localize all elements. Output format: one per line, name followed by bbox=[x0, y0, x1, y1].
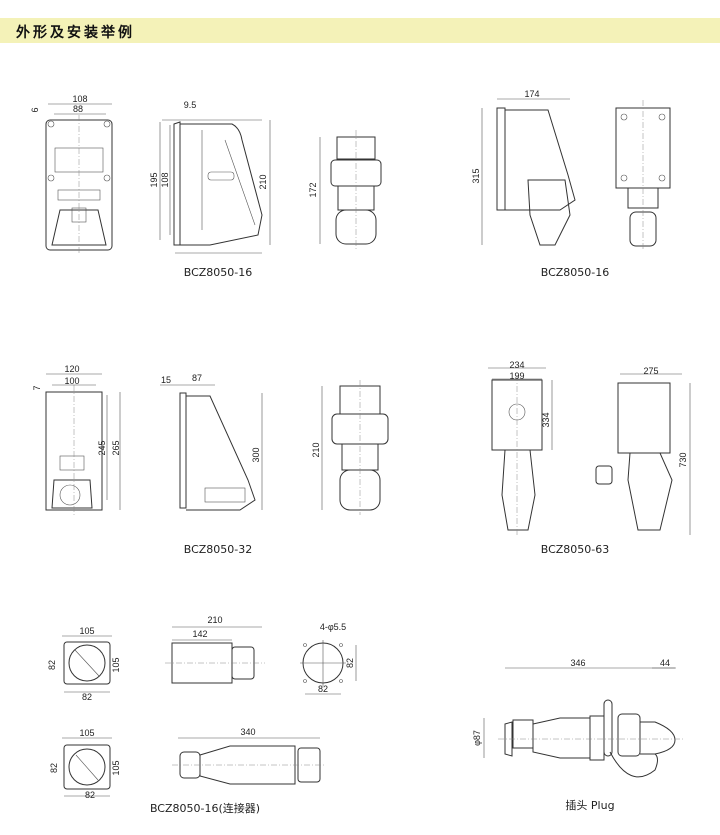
dim-9-5: 9.5 bbox=[184, 100, 197, 110]
dim-105-b-right: 105 bbox=[111, 760, 121, 775]
caption-bcz8050-16-a: BCZ8050-16 bbox=[184, 266, 253, 279]
dim-phi87: φ87 bbox=[472, 730, 482, 746]
caption-bcz8050-16-b: BCZ8050-16 bbox=[541, 266, 610, 279]
dim-315: 315 bbox=[471, 168, 481, 183]
bcz8050-63-side-view bbox=[595, 373, 691, 535]
dim-210: 210 bbox=[258, 174, 268, 189]
dim-275: 275 bbox=[643, 366, 658, 376]
dim-346: 346 bbox=[570, 658, 585, 668]
dim-holes: 4-φ5.5 bbox=[320, 622, 346, 632]
dim-108-side: 108 bbox=[160, 172, 170, 187]
dim-234: 234 bbox=[509, 360, 524, 370]
dim-334: 334 bbox=[541, 412, 551, 427]
bcz8050-63-front-view bbox=[488, 367, 553, 535]
dim-44: 44 bbox=[660, 658, 670, 668]
dim-82-b-left: 82 bbox=[49, 763, 59, 773]
bcz8050-16-wall-side-view bbox=[481, 98, 576, 246]
dim-340: 340 bbox=[240, 727, 255, 737]
dim-82-holes-right: 82 bbox=[345, 658, 355, 668]
dim-6: 6 bbox=[30, 107, 40, 112]
caption-bcz8050-63: BCZ8050-63 bbox=[541, 543, 610, 556]
dim-120: 120 bbox=[64, 364, 79, 374]
section-title: 外形及安装举例 bbox=[16, 25, 135, 41]
caption-bcz8050-16-connector: BCZ8050-16(连接器) bbox=[150, 802, 260, 815]
dim-105-b: 105 bbox=[79, 728, 94, 738]
dim-210-connector: 210 bbox=[207, 615, 222, 625]
dim-730: 730 bbox=[678, 452, 688, 467]
bcz8050-16-wall-front-view bbox=[615, 100, 671, 250]
section-header-band: 外形及安装举例 bbox=[0, 18, 720, 43]
connector-flange-view-b bbox=[62, 737, 112, 797]
caption-bcz8050-32: BCZ8050-32 bbox=[184, 543, 253, 556]
dim-142: 142 bbox=[192, 629, 207, 639]
dim-245: 245 bbox=[97, 440, 107, 455]
mounting-hole-pattern bbox=[300, 640, 357, 695]
dim-82-a-bottom: 82 bbox=[82, 692, 92, 702]
dim-87: 87 bbox=[192, 373, 202, 383]
dim-105-a: 105 bbox=[79, 626, 94, 636]
dim-7: 7 bbox=[32, 385, 42, 390]
dim-199: 199 bbox=[509, 371, 524, 381]
bcz8050-32-front-view bbox=[45, 373, 121, 515]
dim-15: 15 bbox=[161, 375, 171, 385]
dim-265: 265 bbox=[111, 440, 121, 455]
connector-assembly-side-view bbox=[172, 737, 325, 785]
dim-82-holes-bottom: 82 bbox=[318, 684, 328, 694]
caption-plug: 插头 Plug bbox=[565, 798, 614, 812]
dim-105-a-right: 105 bbox=[111, 657, 121, 672]
plug-16-view bbox=[319, 130, 382, 250]
plug-32-view bbox=[321, 380, 389, 515]
dim-300: 300 bbox=[251, 447, 261, 462]
plug-side-view bbox=[483, 667, 685, 778]
bcz8050-16-side-view bbox=[159, 119, 271, 254]
bcz8050-16-front-view bbox=[45, 103, 113, 255]
dim-210-plug: 210 bbox=[311, 442, 321, 457]
dim-82-b-bottom: 82 bbox=[85, 790, 95, 800]
dim-100: 100 bbox=[64, 376, 79, 386]
dim-88: 88 bbox=[73, 104, 83, 114]
connector-flange-view-a bbox=[62, 635, 112, 693]
connector-socket-side-view bbox=[165, 626, 265, 684]
dim-108: 108 bbox=[72, 94, 87, 104]
dim-195: 195 bbox=[149, 172, 159, 187]
dim-172: 172 bbox=[308, 182, 318, 197]
dim-174: 174 bbox=[524, 89, 539, 99]
bcz8050-32-side-view bbox=[160, 384, 263, 511]
dim-82-a-left: 82 bbox=[47, 660, 57, 670]
